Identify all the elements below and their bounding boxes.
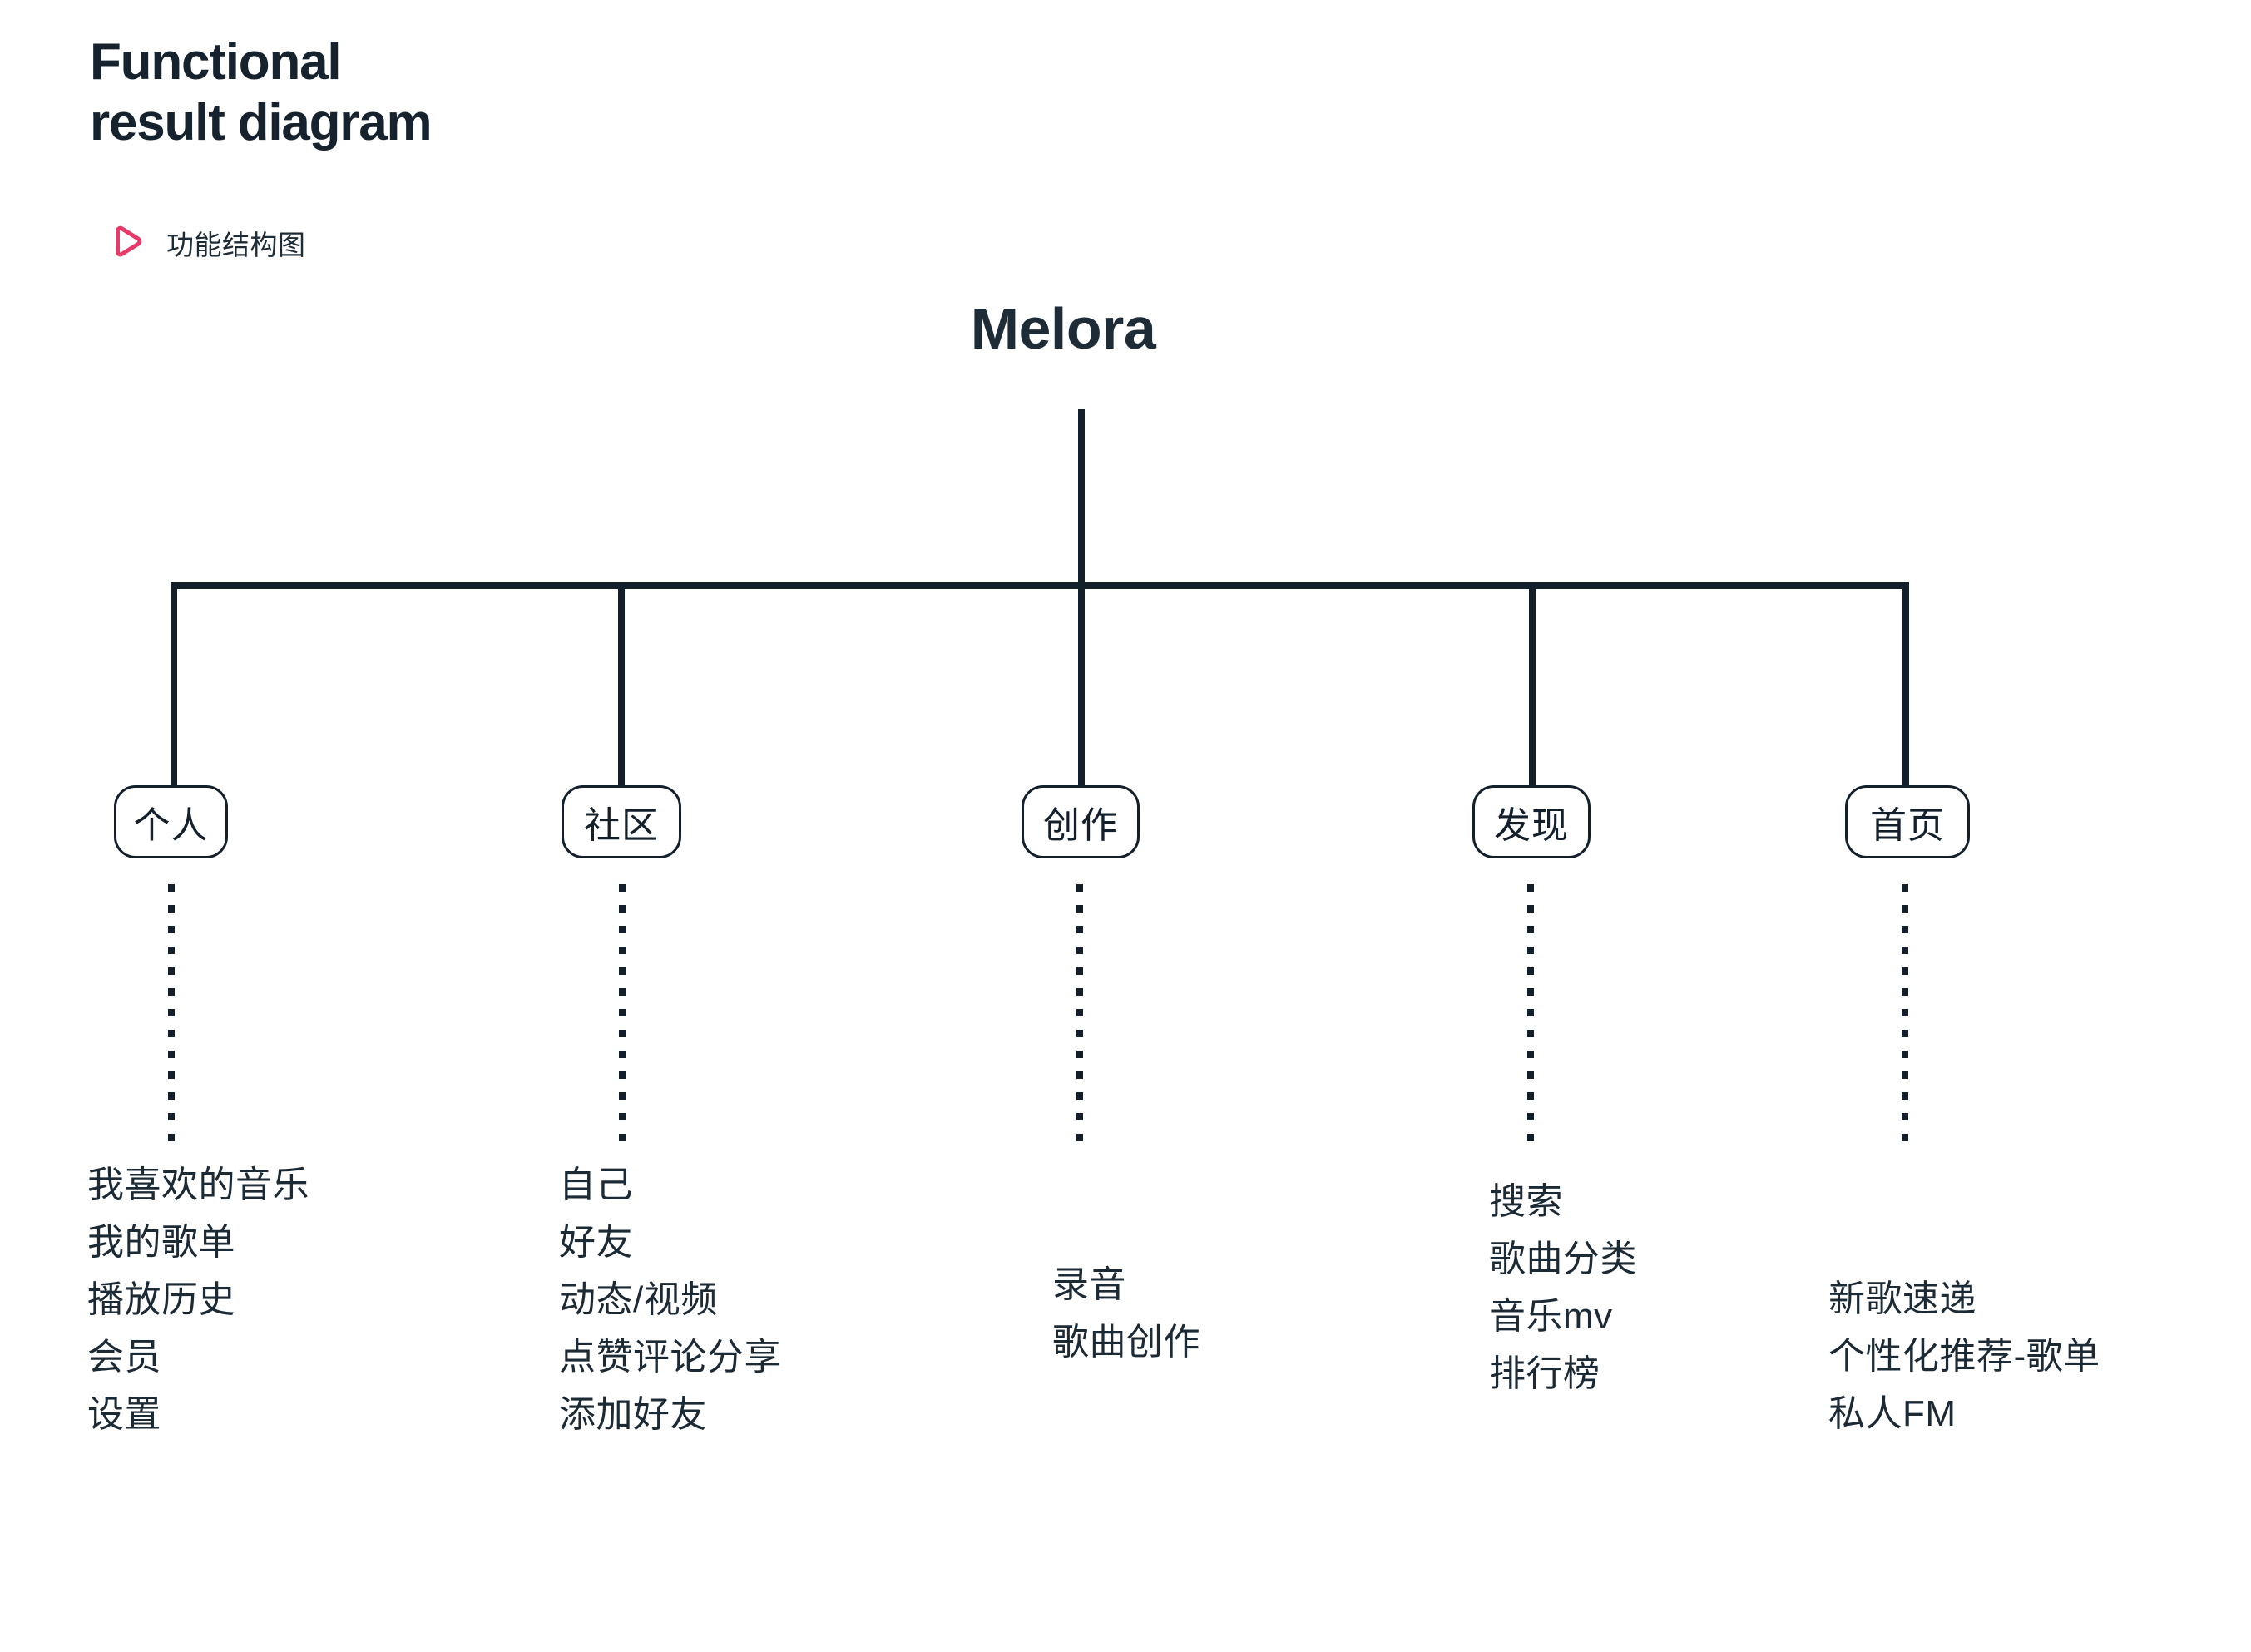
- dotted-connector-4: [1527, 884, 1534, 1142]
- dotted-connector-1: [168, 884, 175, 1142]
- subtitle-label: 功能结构图: [166, 230, 306, 260]
- branch-node-label: 创作: [1043, 805, 1118, 846]
- branch-node-label: 首页: [1870, 805, 1945, 846]
- branch-node-personal[interactable]: 个人: [114, 785, 228, 858]
- leaf-list-personal: 我喜欢的音乐我的歌单播放历史会员设置: [87, 1167, 309, 1433]
- leaf-item[interactable]: 新歌速递: [1828, 1279, 1976, 1319]
- leaf-item[interactable]: 歌曲分类: [1489, 1239, 1637, 1279]
- horizontal-bus-line: [171, 582, 1909, 589]
- branch-node-community[interactable]: 社区: [562, 785, 681, 858]
- leaf-item[interactable]: 音乐mv: [1489, 1296, 1613, 1337]
- leaf-list-discover: 搜索歌曲分类音乐mv 排行榜: [1489, 1184, 1637, 1392]
- leaf-item[interactable]: 我喜欢的音乐: [87, 1165, 309, 1205]
- leaf-item[interactable]: 录音: [1052, 1264, 1126, 1305]
- leaf-item[interactable]: 会员: [87, 1337, 161, 1377]
- leaf-item[interactable]: 好友: [559, 1222, 633, 1263]
- branch-drop-line-3: [1078, 582, 1085, 785]
- root-stem-line: [1078, 409, 1085, 586]
- leaf-item[interactable]: 点赞评论分享: [559, 1337, 781, 1377]
- leaf-list-home: 新歌速递个性化推荐-歌单私人FM: [1828, 1281, 2100, 1432]
- dotted-connector-2: [619, 884, 626, 1142]
- leaf-item[interactable]: 歌曲创作: [1052, 1322, 1200, 1363]
- leaf-item[interactable]: 设置: [87, 1394, 161, 1435]
- branch-drop-line-1: [171, 582, 177, 785]
- leaf-item[interactable]: 播放历史: [87, 1279, 235, 1320]
- leaf-item[interactable]: 动态/视频: [559, 1279, 718, 1320]
- leaf-list-create: 录音歌曲创作: [1052, 1267, 1200, 1361]
- branch-drop-line-5: [1902, 582, 1909, 785]
- subtitle-row: 功能结构图: [108, 223, 306, 263]
- play-triangle-icon: [116, 225, 142, 257]
- branch-node-discover[interactable]: 发现: [1472, 785, 1591, 858]
- dotted-connector-5: [1902, 884, 1908, 1142]
- page-title: Functional result diagram: [90, 33, 433, 152]
- leaf-item[interactable]: 我的歌单: [87, 1222, 235, 1263]
- leaf-list-community: 自己好友动态/视频点赞评论分享添加好友: [559, 1167, 781, 1433]
- branch-drop-line-2: [618, 582, 625, 785]
- dotted-connector-3: [1076, 884, 1083, 1142]
- branch-node-home[interactable]: 首页: [1845, 785, 1970, 858]
- branch-node-label: 个人: [133, 805, 209, 846]
- branch-node-create[interactable]: 创作: [1022, 785, 1140, 858]
- leaf-item[interactable]: 个性化推荐-歌单: [1828, 1336, 2100, 1377]
- leaf-item[interactable]: 私人FM: [1828, 1393, 1957, 1434]
- branch-node-label: 发现: [1494, 805, 1569, 846]
- leaf-item[interactable]: 排行榜: [1489, 1353, 1600, 1394]
- leaf-item[interactable]: 自己: [559, 1165, 633, 1205]
- leaf-item[interactable]: 搜索: [1489, 1181, 1563, 1222]
- branch-drop-line-4: [1529, 582, 1536, 785]
- branch-node-label: 社区: [584, 805, 659, 846]
- leaf-item[interactable]: 添加好友: [559, 1394, 707, 1435]
- root-node-melora: Melora: [970, 296, 1156, 361]
